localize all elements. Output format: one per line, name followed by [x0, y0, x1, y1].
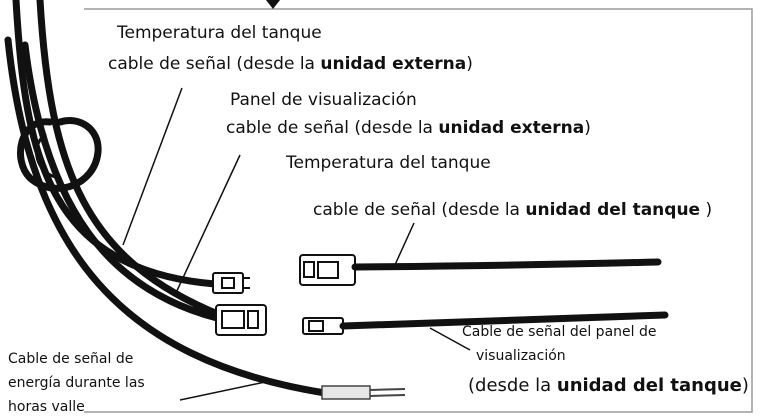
- label-text: ): [466, 54, 473, 74]
- label-text: (desde la: [468, 375, 557, 396]
- diagram-frame: [84, 8, 753, 413]
- leader-display-outdoor: [174, 154, 241, 296]
- label-text: cable de señal (desde la: [108, 54, 321, 74]
- connector-d: [302, 317, 344, 335]
- cable-right-upper: [351, 258, 662, 271]
- label-text: ): [584, 118, 591, 138]
- label-bold: unidad externa: [320, 54, 467, 74]
- label-offpeak-line3: horas valle: [8, 399, 85, 415]
- label-bold: unidad del tanque: [556, 375, 742, 396]
- label-display-tank-line3: (desde la unidad del tanque): [468, 376, 749, 396]
- connector-a: [212, 272, 250, 294]
- label-text: cable de señal (desde la: [226, 118, 439, 138]
- label-text: ): [741, 375, 749, 396]
- label-bold: unidad externa: [438, 118, 585, 138]
- leader-tank-temp-tank: [393, 222, 415, 268]
- cable-3: [21, 41, 221, 322]
- label-display-outdoor-line2: cable de señal (desde la unidad externa): [226, 118, 591, 138]
- leader-tank-temp-outdoor: [122, 87, 183, 246]
- cable-2: [36, 0, 224, 319]
- leader-offpeak: [179, 381, 266, 401]
- label-display-tank-line1: Cable de señal del panel de: [462, 324, 657, 340]
- cable-4: [4, 36, 329, 397]
- label-text: cable de señal (desde la: [313, 200, 526, 220]
- label-tank-temp-outdoor-line1: Temperatura del tanque: [117, 23, 322, 43]
- connector-c: [215, 304, 267, 336]
- cable-1: [12, 0, 219, 288]
- label-bold: unidad del tanque: [525, 200, 701, 220]
- arrow-tip: [266, 0, 280, 9]
- connector-b: [299, 254, 356, 286]
- label-display-tank-line2: visualización: [476, 348, 566, 364]
- cable-loop-inner: [35, 133, 62, 180]
- label-offpeak-line1: Cable de señal de: [8, 351, 134, 367]
- offpeak-wire-end: [321, 385, 406, 400]
- cable-right-lower: [339, 311, 669, 330]
- label-offpeak-line2: energía durante las: [8, 375, 145, 391]
- leader-display-tank: [429, 327, 471, 351]
- label-tank-temp-tank-line1: Temperatura del tanque: [286, 153, 491, 173]
- label-tank-temp-tank-line2: cable de señal (desde la unidad del tanq…: [313, 200, 712, 220]
- cable-loop: [17, 117, 102, 192]
- label-display-outdoor-line1: Panel de visualización: [230, 90, 417, 110]
- label-text: ): [700, 200, 713, 220]
- label-tank-temp-outdoor-line2: cable de señal (desde la unidad externa): [108, 54, 473, 74]
